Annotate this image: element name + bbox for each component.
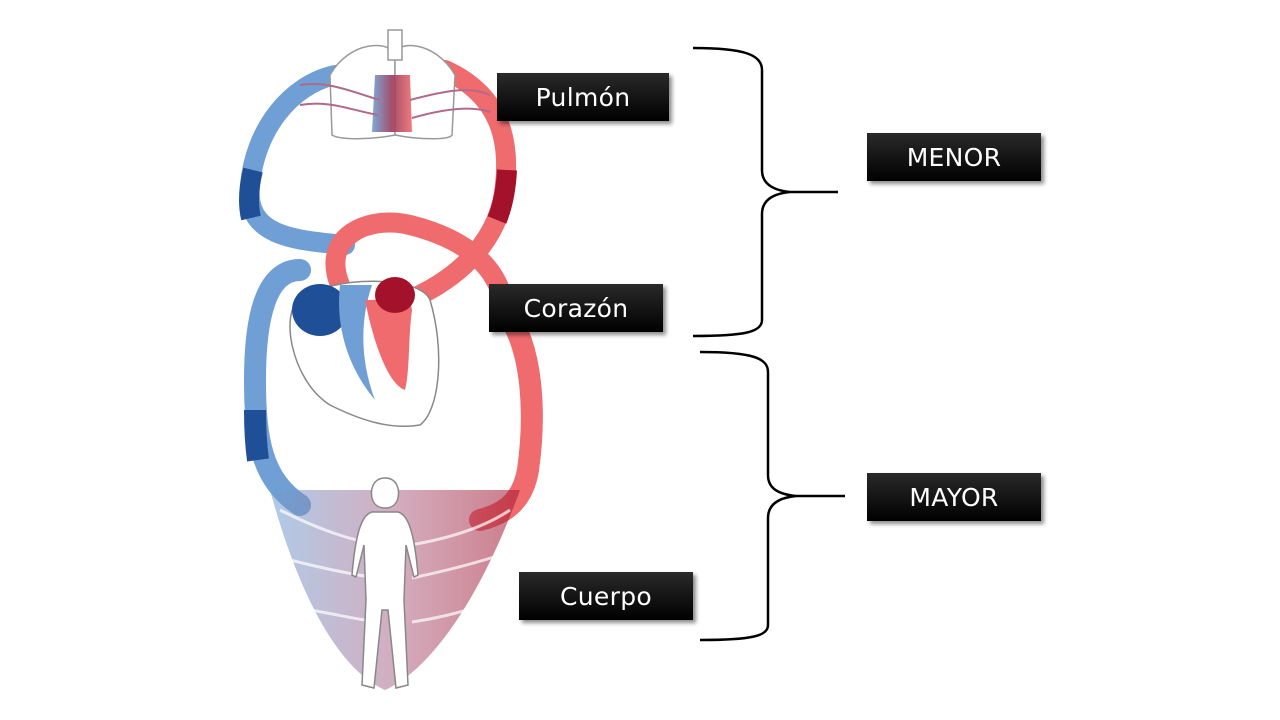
- systemic-vein-dark-band: [244, 409, 269, 462]
- heart: [289, 277, 440, 428]
- systemic-artery-vessel: [469, 299, 543, 531]
- label-menor: MENOR: [867, 133, 1041, 181]
- systemic-vein-vessel: [243, 259, 311, 516]
- aortic-arch-vessel: [325, 212, 515, 320]
- label-cuerpo: Cuerpo: [519, 572, 693, 620]
- lungs: [299, 29, 491, 140]
- bracket-mayor: [699, 350, 845, 642]
- human-figure-icon: [351, 477, 419, 689]
- label-mayor: MAYOR: [867, 473, 1041, 521]
- pulmonary-artery-dark-band: [487, 169, 517, 224]
- label-corazon: Corazón: [489, 284, 663, 332]
- bracket-menor: [692, 46, 838, 338]
- label-pulmon: Pulmón: [497, 73, 669, 121]
- pulmonary-vein-dark-band: [238, 167, 263, 221]
